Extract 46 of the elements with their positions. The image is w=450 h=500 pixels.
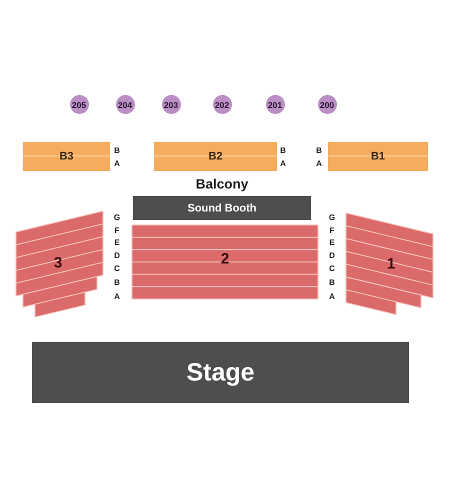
row-letter: B: [316, 147, 322, 155]
section-marker: [162, 94, 180, 114]
balcony-section: [328, 142, 428, 171]
section-number: 2: [220, 251, 230, 266]
section-name: B3: [59, 152, 74, 162]
row-letter: A: [329, 293, 335, 301]
row-letter: E: [329, 239, 335, 247]
row-letter: A: [114, 160, 120, 168]
sound-booth: [133, 196, 311, 220]
row-letter: D: [329, 252, 335, 260]
section-name: B1: [370, 152, 386, 162]
row-letter: C: [114, 265, 120, 273]
section-number: 203: [164, 100, 178, 109]
balcony-section: [23, 142, 110, 171]
section-marker: [116, 94, 134, 114]
row-letter: G: [328, 214, 336, 222]
section-number: 202: [214, 100, 230, 109]
section-marker: [70, 94, 88, 114]
row-letter: E: [114, 239, 120, 247]
row-letter: B: [329, 278, 335, 286]
row-letter: B: [114, 147, 120, 155]
area-name: Sound Booth: [187, 203, 257, 214]
section-marker: [266, 94, 284, 114]
row-letter: F: [330, 226, 334, 234]
row-letter: B: [280, 147, 286, 155]
row-letter: F: [114, 226, 120, 234]
section-name: B2: [208, 152, 223, 162]
section-number: 200: [320, 100, 334, 109]
balcony-section: [154, 142, 277, 171]
row-letter: A: [316, 160, 322, 168]
row-letter: D: [114, 252, 120, 260]
section-number: 201: [268, 100, 282, 109]
section-marker: [318, 94, 336, 114]
section-number: 3: [54, 255, 62, 270]
section-number: 1: [386, 256, 396, 271]
section-marker: [212, 94, 232, 114]
area-name: Stage: [186, 360, 255, 386]
row-letter: A: [114, 293, 120, 301]
row-letter: G: [114, 214, 120, 222]
row-letter: C: [329, 265, 335, 273]
row-letter: B: [114, 278, 120, 286]
area-name: Balcony: [196, 177, 248, 191]
stage-area: [32, 342, 409, 403]
section-number: 205: [72, 100, 86, 109]
section-number: 204: [118, 100, 132, 109]
row-letter: A: [280, 160, 286, 168]
